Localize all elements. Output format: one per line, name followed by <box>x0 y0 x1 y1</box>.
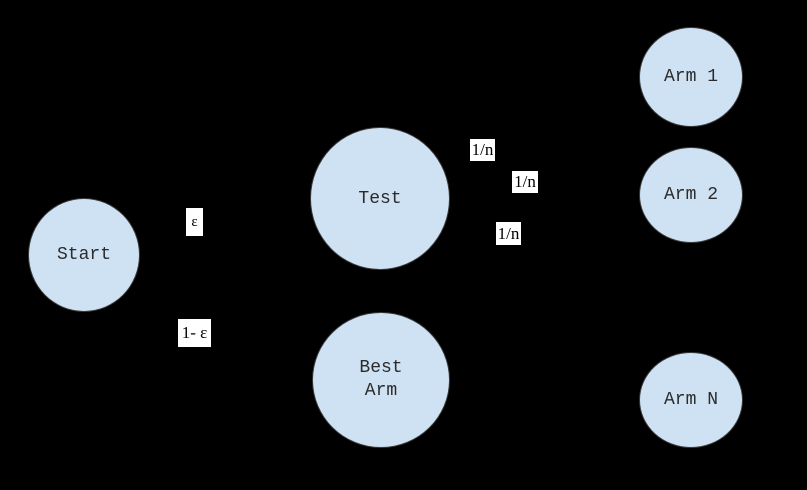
node-arm-1-label: Arm 1 <box>663 67 718 87</box>
node-arm-2-label: Arm 2 <box>663 185 718 205</box>
node-best-arm-label-line1: Best <box>359 358 403 378</box>
node-start: Start <box>28 198 140 312</box>
node-best-arm: Best Arm <box>312 312 450 448</box>
node-start-label: Start <box>56 245 111 265</box>
edge-label-one-minus-epsilon: 1- ε <box>178 319 211 347</box>
node-arm-n-label: Arm N <box>663 390 718 410</box>
node-arm-1: Arm 1 <box>639 27 743 127</box>
node-arm-2: Arm 2 <box>639 147 743 243</box>
node-arm-n: Arm N <box>639 352 743 448</box>
edge-label-one-over-n-middle: 1/n <box>512 171 538 193</box>
edge-label-one-over-n-bottom: 1/n <box>496 222 521 245</box>
node-best-arm-label-line2: Arm <box>364 381 398 401</box>
node-test-label: Test <box>358 188 402 209</box>
edge-label-one-over-n-top: 1/n <box>470 139 495 161</box>
edge-label-epsilon: ε <box>186 208 203 236</box>
node-test: Test <box>310 127 450 270</box>
